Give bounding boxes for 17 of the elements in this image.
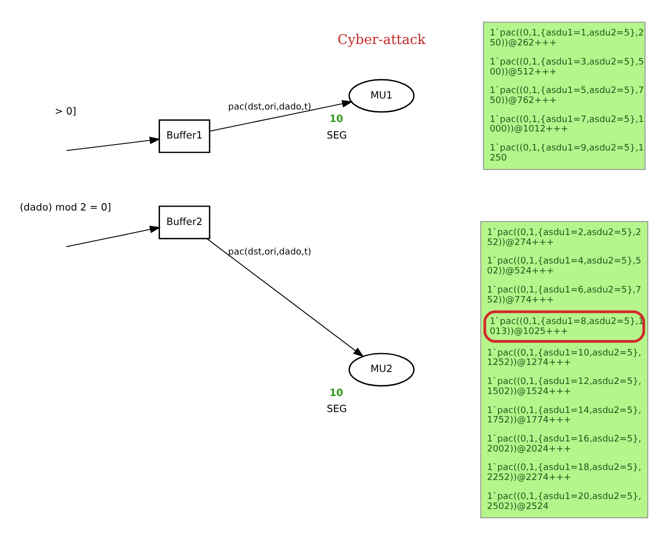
arrow	[66, 226, 161, 248]
label: Cyber-attack	[338, 33, 426, 48]
arrow	[209, 100, 353, 132]
node-ellipse: MU1	[348, 78, 415, 113]
label: (dado) mod 2 = 0]	[20, 202, 112, 214]
label: > 0]	[54, 106, 76, 118]
node-label: SEG	[326, 404, 347, 416]
arrow	[66, 136, 160, 152]
node-box: Buffer1	[158, 119, 210, 154]
node-label: 10	[329, 388, 344, 399]
node-ellipse: MU2	[348, 352, 415, 386]
edge-label: pac(dst,ori,dado,t)	[228, 248, 312, 258]
node-label: 10	[329, 114, 344, 126]
arrow	[206, 238, 364, 358]
node-box: Buffer2	[158, 206, 210, 240]
edge-label: pac(dst,ori,dado,t)	[228, 102, 312, 112]
node-label: SEG	[326, 130, 347, 142]
